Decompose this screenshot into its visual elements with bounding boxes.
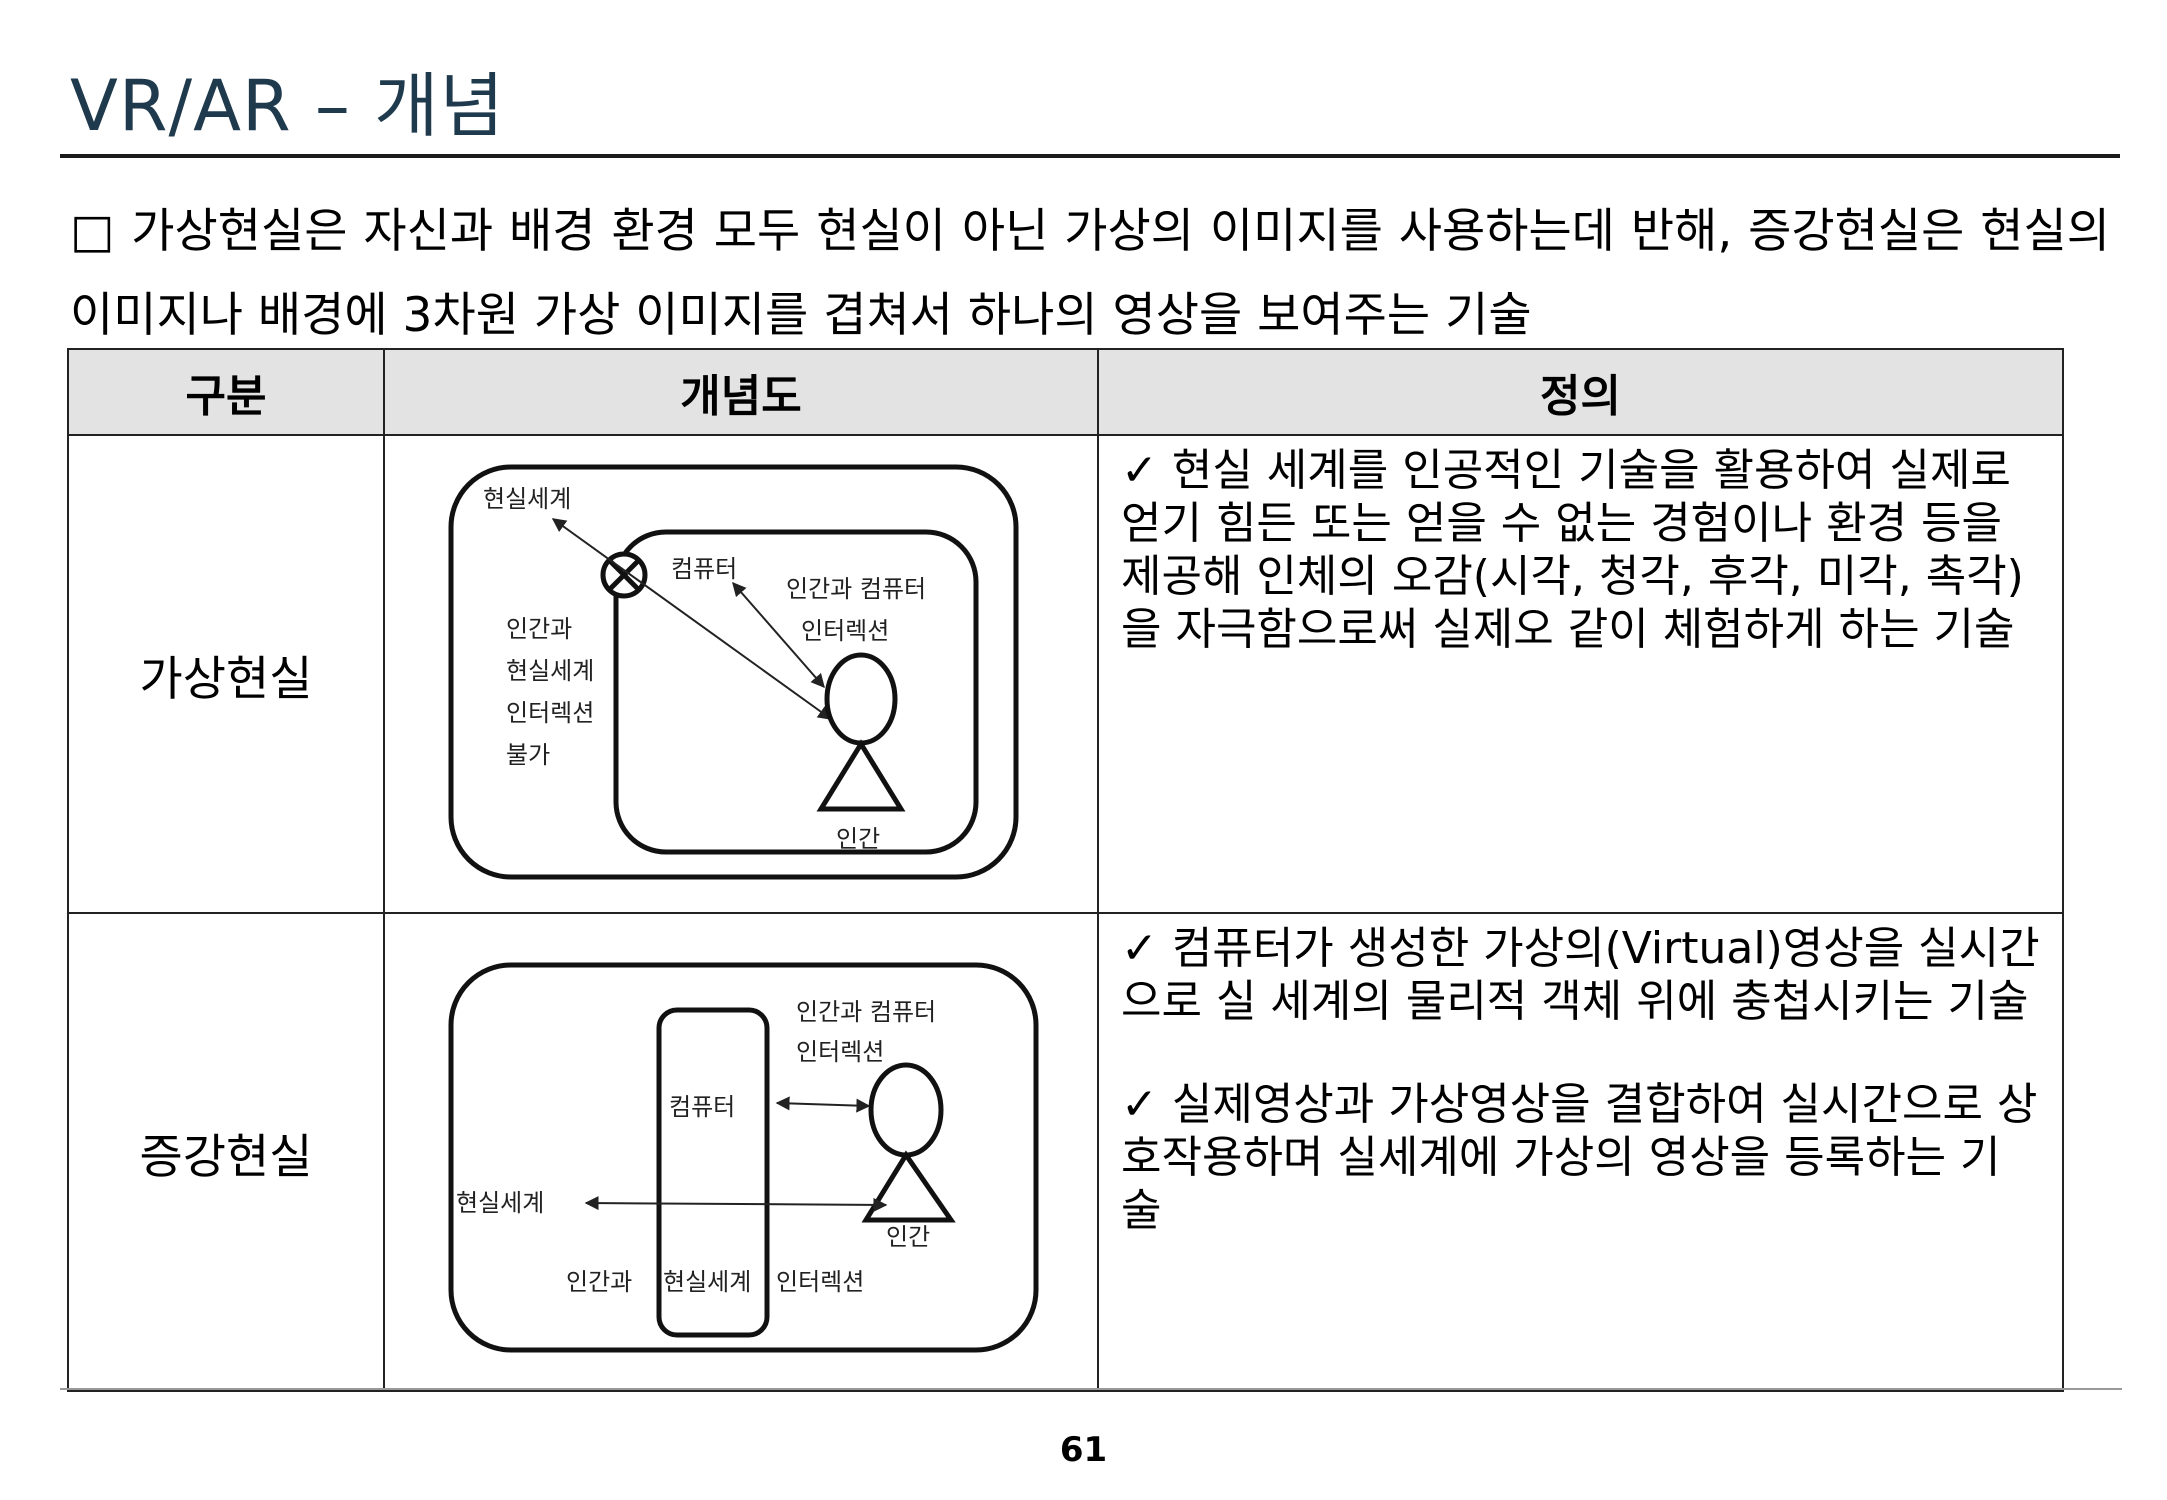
label-human: 인간 (886, 1223, 930, 1251)
label-human: 인간 (836, 825, 880, 853)
header-diagram: 개념도 (383, 348, 1099, 436)
category-vr: 가상현실 (67, 434, 385, 914)
header-category: 구분 (67, 348, 385, 436)
label-computer: 컴퓨터 (671, 555, 737, 583)
computer-pillar (656, 1007, 770, 1338)
arrow-human-computer (732, 581, 825, 689)
page-title: VR/AR – 개념 (70, 65, 505, 147)
concept-table: 구분 개념도 정의 가상현실 (67, 348, 2064, 1392)
label-hr-interaction-3: 인터렉션 (776, 1268, 864, 1296)
label-real-world: 현실세계 (456, 1189, 544, 1217)
outer-world-box (448, 464, 1019, 880)
label-computer: 컴퓨터 (669, 1093, 735, 1121)
label-hc-interaction-2: 인터렉션 (801, 617, 889, 645)
arrow-human-computer (775, 1096, 871, 1113)
definition-ar: ✓ 컴퓨터가 생성한 가상의(Virtual)영상을 실시간으로 실 세계의 물… (1097, 912, 2064, 1392)
human-icon (861, 1062, 956, 1223)
ar-diagram: 인간과 컴퓨터 인터렉션 컴퓨터 현실세계 인간 인간과 현실세계 인터렉션 (448, 962, 1039, 1353)
header-definition: 정의 (1097, 348, 2064, 436)
arrow-human-real-world (551, 518, 833, 720)
label-no-interaction-1: 인간과 (506, 615, 572, 643)
table-row: 가상현실 (67, 434, 2064, 914)
label-hc-interaction-1: 인간과 컴퓨터 (786, 575, 926, 603)
definition-vr: ✓ 현실 세계를 인공적인 기술을 활용하여 실제로 얻기 힘든 또는 얻을 수… (1097, 434, 2064, 914)
title-divider (60, 154, 2120, 158)
vr-diagram: 현실세계 컴퓨터 인간과 컴퓨터 인터렉션 인간과 현실세계 인터렉션 불가 인… (448, 464, 1019, 880)
intro-paragraph: □ 가상현실은 자신과 배경 환경 모두 현실이 아닌 가상의 이미지를 사용하… (70, 204, 2110, 343)
label-no-interaction-4: 불가 (506, 741, 550, 769)
label-no-interaction-3: 인터렉션 (506, 699, 594, 727)
page-number: 61 (1059, 1430, 1108, 1470)
label-hc-interaction-1: 인간과 컴퓨터 (796, 998, 936, 1026)
human-icon (816, 652, 906, 812)
arrow-human-real-world (584, 1196, 888, 1212)
label-real-world: 현실세계 (483, 485, 571, 513)
label-hc-interaction-2: 인터렉션 (796, 1038, 884, 1066)
table-row: 증강현실 인간과 컴퓨터 인터렉션 컴퓨터 (67, 912, 2064, 1392)
category-ar: 증강현실 (67, 912, 385, 1392)
label-hr-interaction-2: 현실세계 (663, 1268, 751, 1296)
outer-world-box (448, 962, 1039, 1353)
diagram-ar-cell: 인간과 컴퓨터 인터렉션 컴퓨터 현실세계 인간 인간과 현실세계 인터렉션 (383, 912, 1099, 1392)
diagram-vr-cell: 현실세계 컴퓨터 인간과 컴퓨터 인터렉션 인간과 현실세계 인터렉션 불가 인… (383, 434, 1099, 914)
footer-divider (60, 1388, 2122, 1390)
definition-vr-text: ✓ 현실 세계를 인공적인 기술을 활용하여 실제로 얻기 힘든 또는 얻을 수… (1121, 445, 2024, 655)
label-hr-interaction-1: 인간과 (566, 1268, 632, 1296)
table-header-row: 구분 개념도 정의 (67, 348, 2064, 436)
label-no-interaction-2: 현실세계 (506, 657, 594, 685)
definition-ar-text-1: ✓ 컴퓨터가 생성한 가상의(Virtual)영상을 실시간으로 실 세계의 물… (1121, 923, 2040, 1027)
definition-ar-text-2: ✓ 실제영상과 가상영상을 결합하여 실시간으로 상호작용하며 실세계에 가상의… (1121, 1079, 2038, 1236)
